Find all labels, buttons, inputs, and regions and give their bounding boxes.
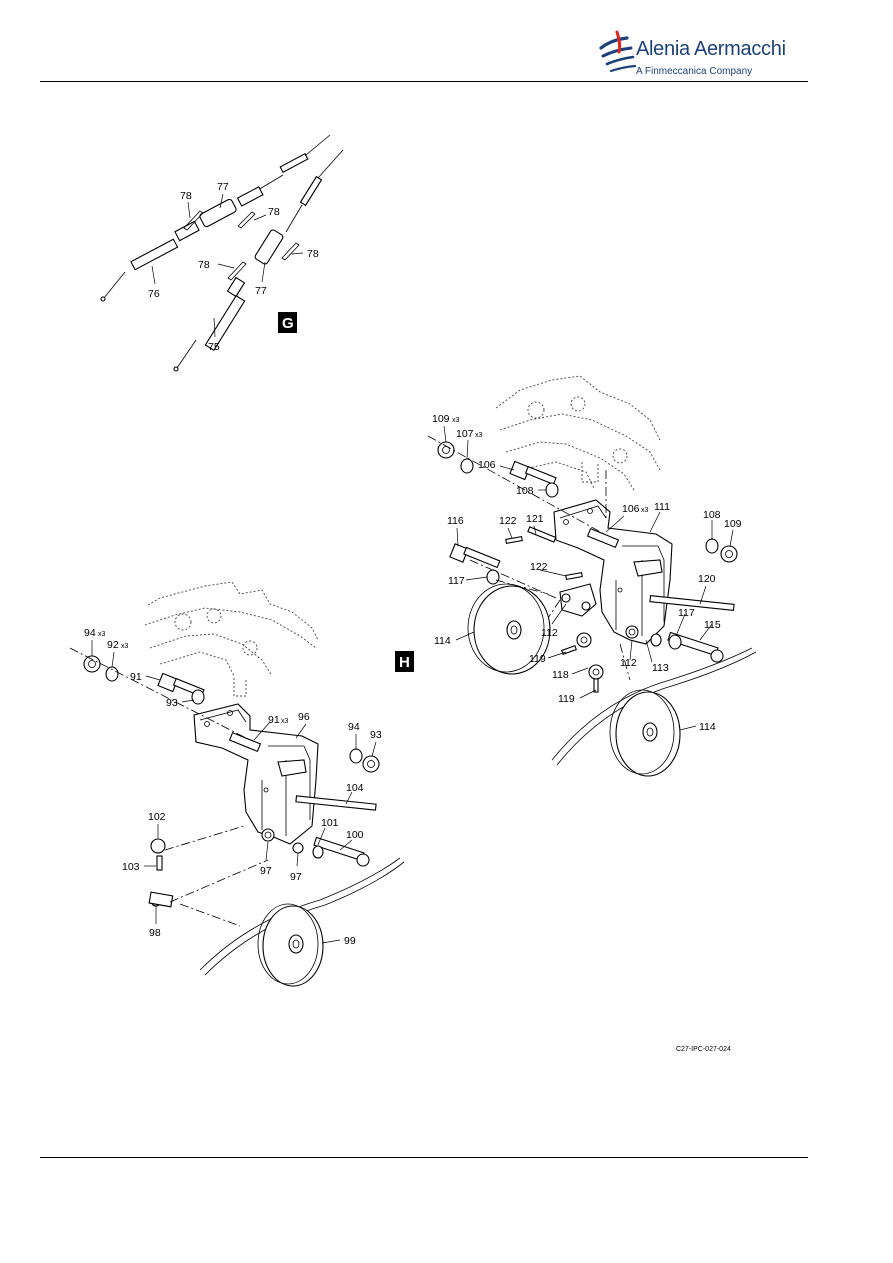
callout-label: 92 [107, 639, 119, 651]
quantity-mark: x3 [121, 643, 129, 650]
footer-divider [40, 1157, 808, 1158]
right-pulley-bracket-assembly: 109 x3 107 x3 106 108 116 122 121 106 x3… [427, 375, 757, 777]
callout-label: 112 [620, 657, 637, 669]
callout-label: 99 [344, 935, 356, 947]
quantity-mark: x3 [475, 432, 483, 439]
quantity-mark: x3 [98, 631, 106, 638]
quantity-mark: x3 [641, 507, 649, 514]
callout-label: 121 [526, 513, 544, 525]
callout-label: 104 [346, 782, 364, 794]
callout-label: 118 [552, 669, 569, 681]
callout-label: 106 [478, 459, 496, 471]
callout-label: 91 [130, 671, 142, 683]
callout-label: 103 [122, 861, 140, 873]
alenia-swoosh-icon [599, 30, 637, 73]
callout-label: 78 [268, 206, 280, 218]
callout-label: 114 [434, 635, 451, 647]
callout-label: 117 [448, 575, 465, 587]
callout-label: 93 [166, 697, 178, 709]
callout-label: 112 [541, 627, 558, 639]
callout-label: 97 [290, 871, 302, 883]
callout-label: 119 [558, 693, 575, 705]
callout-label: 77 [255, 285, 267, 297]
callout-label: 91 [268, 714, 280, 726]
callout-label: 94 [84, 627, 96, 639]
quantity-mark: x3 [281, 718, 289, 725]
callout-label: 78 [307, 248, 319, 260]
callout-label: 119 [529, 653, 546, 665]
callout-label: 109 [724, 518, 742, 530]
view-badge-letter: G [282, 315, 294, 332]
callout-label: 100 [346, 829, 364, 841]
brand-subtitle: A Finmeccanica Company [636, 66, 753, 77]
callout-label: 122 [530, 561, 548, 573]
view-badge [278, 312, 297, 333]
callout-label: 122 [499, 515, 517, 527]
callout-label: 98 [149, 927, 161, 939]
callout-label: 96 [298, 711, 310, 723]
callout-label: 97 [260, 865, 272, 877]
view-badge [395, 651, 414, 672]
brand-name: Alenia Aermacchi [636, 38, 786, 60]
callout-label: 117 [678, 607, 695, 619]
drawing-reference-number: C27-IPC-027-024 [676, 1046, 731, 1053]
callout-label: 111 [654, 501, 670, 513]
callout-label: 114 [699, 721, 716, 733]
callout-label: 108 [516, 485, 534, 497]
quantity-mark: x3 [452, 417, 460, 424]
callout-label: 78 [180, 190, 192, 202]
callout-label: 76 [148, 288, 160, 300]
callout-label: 102 [148, 811, 166, 823]
callout-label: 115 [704, 619, 721, 631]
callout-label: 116 [447, 515, 464, 527]
callout-label: 93 [370, 729, 382, 741]
view-g-cable-assembly: 78 77 78 78 78 77 76 75 G [100, 134, 344, 372]
callout-label: 107 [456, 428, 474, 440]
header-divider [40, 81, 808, 82]
callout-label: 109 [432, 413, 450, 425]
left-pulley-bracket-assembly: 94 x3 92 x3 91 93 91 x3 96 94 93 104 102… [69, 581, 414, 987]
callout-label: 106 [622, 503, 640, 515]
callout-label: 101 [321, 817, 339, 829]
callout-label: 78 [198, 259, 210, 271]
callout-label: 75 [208, 341, 220, 353]
callout-label: 120 [698, 573, 716, 585]
callout-label: 108 [703, 509, 721, 521]
callout-label: 94 [348, 721, 360, 733]
callout-label: 113 [652, 662, 669, 674]
view-badge-letter: H [399, 654, 410, 671]
callout-label: 77 [217, 181, 229, 193]
